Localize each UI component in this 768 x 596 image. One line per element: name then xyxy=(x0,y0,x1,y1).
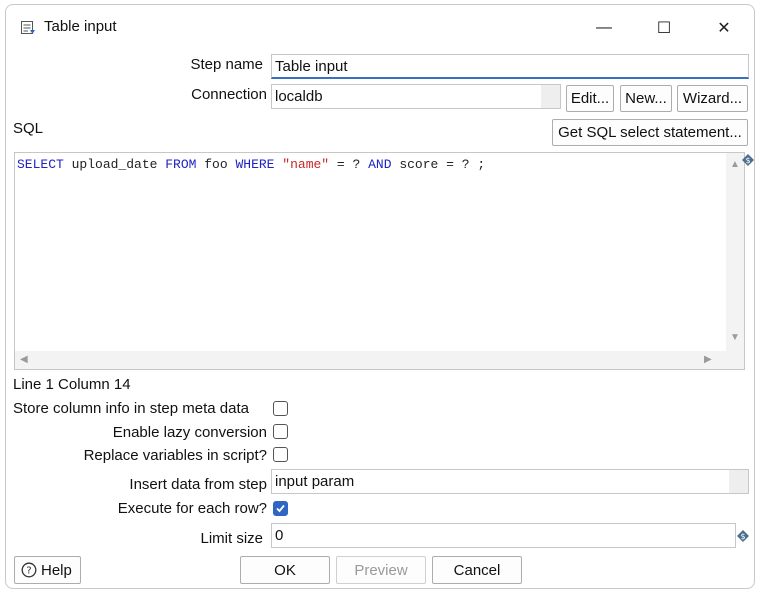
replace-variables-label: Replace variables in script? xyxy=(83,447,267,464)
help-label: Help xyxy=(41,561,72,579)
sql-token-plain: foo xyxy=(196,157,236,172)
minimize-button[interactable]: — xyxy=(596,19,612,36)
connection-select[interactable]: localdb xyxy=(271,84,561,109)
store-column-info-checkbox[interactable] xyxy=(273,401,288,416)
svg-text:?: ? xyxy=(26,566,31,577)
sql-token-plain: score = ? ; xyxy=(391,157,486,172)
table-input-icon xyxy=(20,20,36,36)
scroll-right-icon[interactable]: ▶ xyxy=(704,354,712,365)
variable-diamond-icon: $ xyxy=(742,153,754,166)
step-name-label: Step name xyxy=(190,56,263,73)
connection-dropdown-area[interactable] xyxy=(541,85,560,108)
sql-token-kw: WHERE xyxy=(235,157,275,172)
window-title: Table input xyxy=(44,18,117,35)
insert-step-dropdown-area[interactable] xyxy=(729,470,748,493)
ok-button[interactable]: OK xyxy=(240,556,330,584)
sql-token-plain: upload_date xyxy=(63,157,166,172)
close-button[interactable]: ✕ xyxy=(717,20,731,37)
sql-text[interactable]: SELECT upload_date FROM foo WHERE "name"… xyxy=(17,157,485,172)
scroll-up-icon[interactable]: ▲ xyxy=(730,159,740,170)
lazy-conversion-label: Enable lazy conversion xyxy=(112,424,267,441)
limit-size-input[interactable]: 0 xyxy=(271,523,736,548)
replace-variables-checkbox[interactable] xyxy=(273,447,288,462)
help-circle-icon: ? xyxy=(21,562,37,578)
maximize-button[interactable]: ☐ xyxy=(656,20,672,37)
step-name-input[interactable]: Table input xyxy=(271,54,749,79)
sql-token-kw: AND xyxy=(368,157,392,172)
scroll-down-icon[interactable]: ▼ xyxy=(730,332,740,343)
insert-data-from-step-select[interactable]: input param xyxy=(271,469,749,494)
preview-button[interactable]: Preview xyxy=(336,556,426,584)
sql-token-kw: SELECT xyxy=(17,157,64,172)
limit-size-label: Limit size xyxy=(200,530,263,547)
lazy-conversion-checkbox[interactable] xyxy=(273,424,288,439)
vertical-scrollbar[interactable]: ▲ ▼ xyxy=(726,153,744,351)
horizontal-scrollbar[interactable]: ◀ ▶ xyxy=(15,351,728,369)
variable-diamond-icon: $ xyxy=(737,529,749,542)
title-bar: Table input — ☐ ✕ xyxy=(6,5,754,49)
help-button[interactable]: ? Help xyxy=(14,556,81,584)
wizard-button[interactable]: Wizard... xyxy=(677,85,748,112)
connection-label: Connection xyxy=(191,86,267,103)
svg-text:$: $ xyxy=(740,532,745,541)
get-sql-statement-button[interactable]: Get SQL select statement... xyxy=(552,119,748,146)
sql-token-kw: FROM xyxy=(165,157,197,172)
scroll-corner xyxy=(726,351,744,369)
svg-text:$: $ xyxy=(745,156,750,165)
scroll-left-icon[interactable]: ◀ xyxy=(20,354,28,365)
new-connection-button[interactable]: New... xyxy=(620,85,672,112)
cancel-button[interactable]: Cancel xyxy=(432,556,522,584)
execute-each-row-checkbox[interactable] xyxy=(273,501,288,516)
dialog-window: Table input — ☐ ✕ Step name Table input … xyxy=(5,4,755,589)
sql-editor[interactable]: SELECT upload_date FROM foo WHERE "name"… xyxy=(14,152,745,370)
insert-data-from-step-label: Insert data from step xyxy=(129,476,267,493)
sql-token-plain: = ? xyxy=(329,157,369,172)
execute-each-row-label: Execute for each row? xyxy=(117,500,267,517)
store-column-info-label: Store column info in step meta data xyxy=(13,400,249,417)
cursor-position-status: Line 1 Column 14 xyxy=(13,376,131,393)
sql-label: SQL xyxy=(13,120,44,137)
edit-connection-button[interactable]: Edit... xyxy=(566,85,614,112)
sql-token-str: "name" xyxy=(282,157,330,172)
